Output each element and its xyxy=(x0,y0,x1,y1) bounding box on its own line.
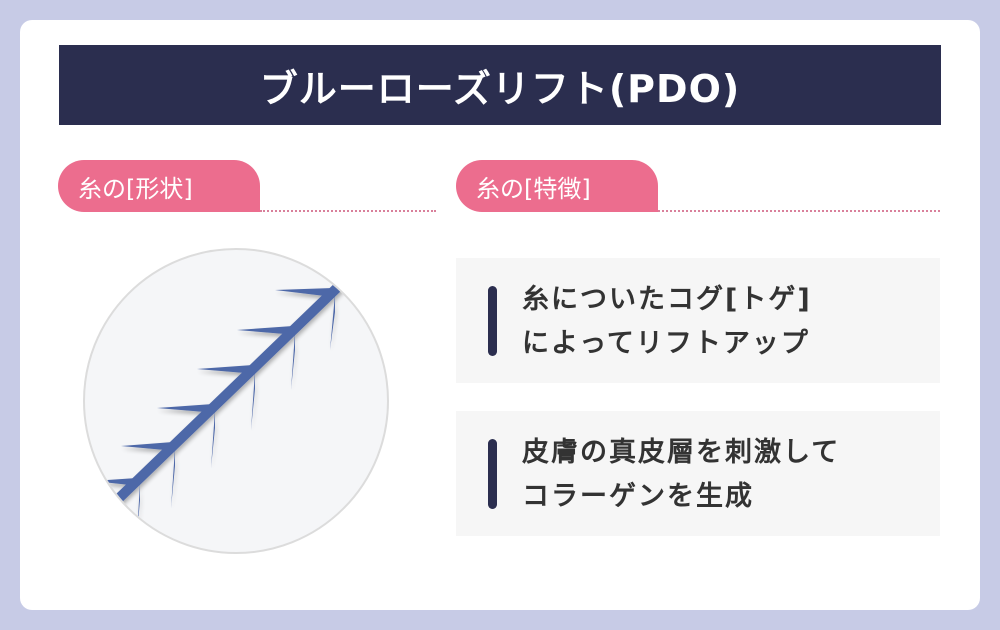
features-label: 糸の[特徴] xyxy=(476,174,591,203)
accent-bar xyxy=(488,439,497,509)
divider-dotted xyxy=(658,210,940,212)
shape-label: 糸の[形状] xyxy=(78,174,193,203)
shape-section-header: 糸の[形状] xyxy=(58,160,436,212)
page-title: ブルーローズリフト(PDO) xyxy=(259,66,741,111)
feature-text: 糸についたコグ[トゲ] によってリフトアップ xyxy=(522,284,812,359)
features-section-header: 糸の[特徴] xyxy=(456,160,940,212)
features-label-pill: 糸の[特徴] xyxy=(456,160,658,212)
barbed-thread-icon xyxy=(93,281,344,535)
feature-text: 皮膚の真皮層を刺激して コラーゲンを生成 xyxy=(522,437,841,512)
thread-illustration xyxy=(83,248,389,554)
infographic-card: ブルーローズリフト(PDO) 糸の[形状] xyxy=(20,20,980,610)
feature-item-collagen: 皮膚の真皮層を刺激して コラーゲンを生成 xyxy=(456,411,940,536)
shape-label-pill: 糸の[形状] xyxy=(58,160,260,212)
feature-item-cog-lift: 糸についたコグ[トゲ] によってリフトアップ xyxy=(456,258,940,383)
title-banner: ブルーローズリフト(PDO) xyxy=(59,45,941,125)
divider-dotted xyxy=(260,210,436,212)
accent-bar xyxy=(488,286,497,356)
